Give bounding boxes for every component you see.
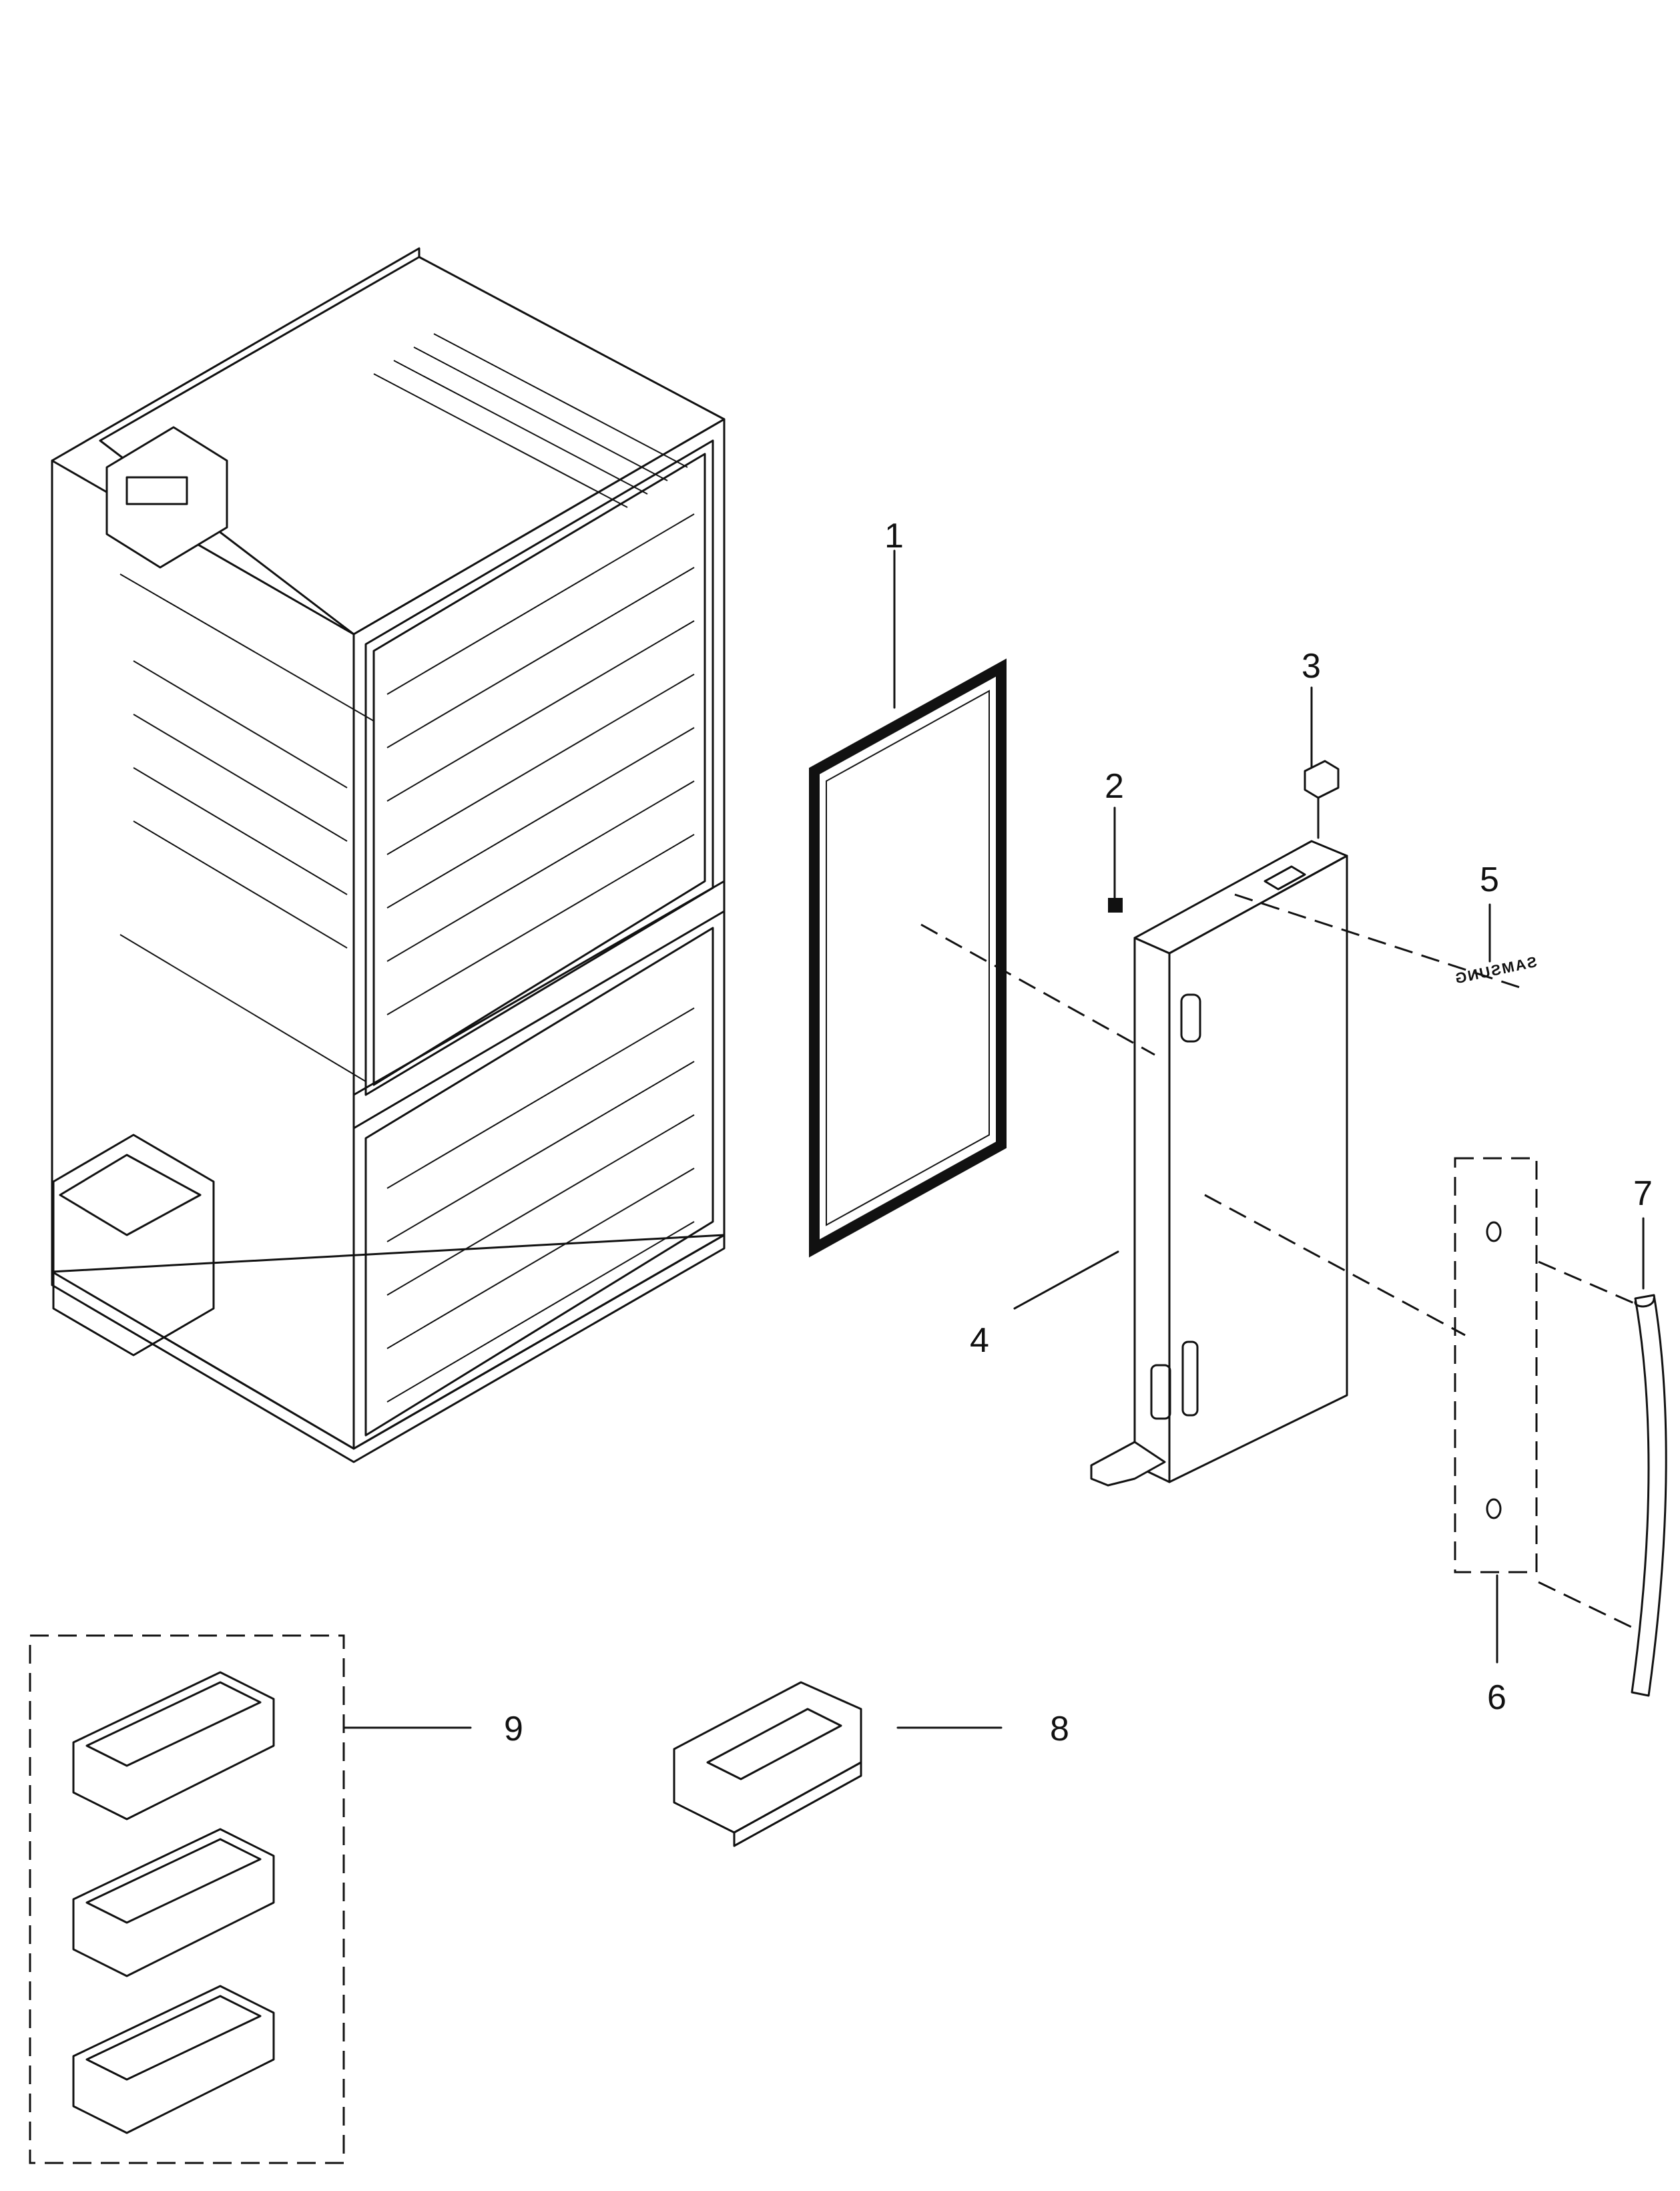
callout-3: 3 bbox=[1302, 647, 1321, 686]
assembly-lines bbox=[920, 893, 1639, 1630]
screw bbox=[1108, 898, 1123, 913]
refrigerator-cabinet bbox=[51, 247, 726, 1463]
callout-2: 2 bbox=[1105, 767, 1124, 806]
door-gasket bbox=[809, 658, 1007, 1258]
door-handle bbox=[1631, 1294, 1667, 1697]
callout-5: 5 bbox=[1480, 861, 1499, 899]
callout-9: 9 bbox=[504, 1710, 523, 1748]
callout-6: 6 bbox=[1487, 1678, 1506, 1717]
door-bin bbox=[673, 1681, 862, 1847]
refrigerator-door bbox=[1090, 840, 1348, 1487]
callout-8: 8 bbox=[1050, 1710, 1069, 1748]
door-guard-set bbox=[29, 1634, 345, 2164]
handle-bracket-group bbox=[1454, 1157, 1538, 1573]
callout-7: 7 bbox=[1633, 1174, 1653, 1213]
hinge-cap bbox=[1304, 760, 1340, 839]
callouts: 1 2 3 4 5 6 7 8 9 bbox=[504, 517, 1653, 1748]
callout-1: 1 bbox=[884, 517, 904, 555]
leader-lines bbox=[342, 549, 1645, 1729]
callout-4: 4 bbox=[970, 1321, 989, 1360]
